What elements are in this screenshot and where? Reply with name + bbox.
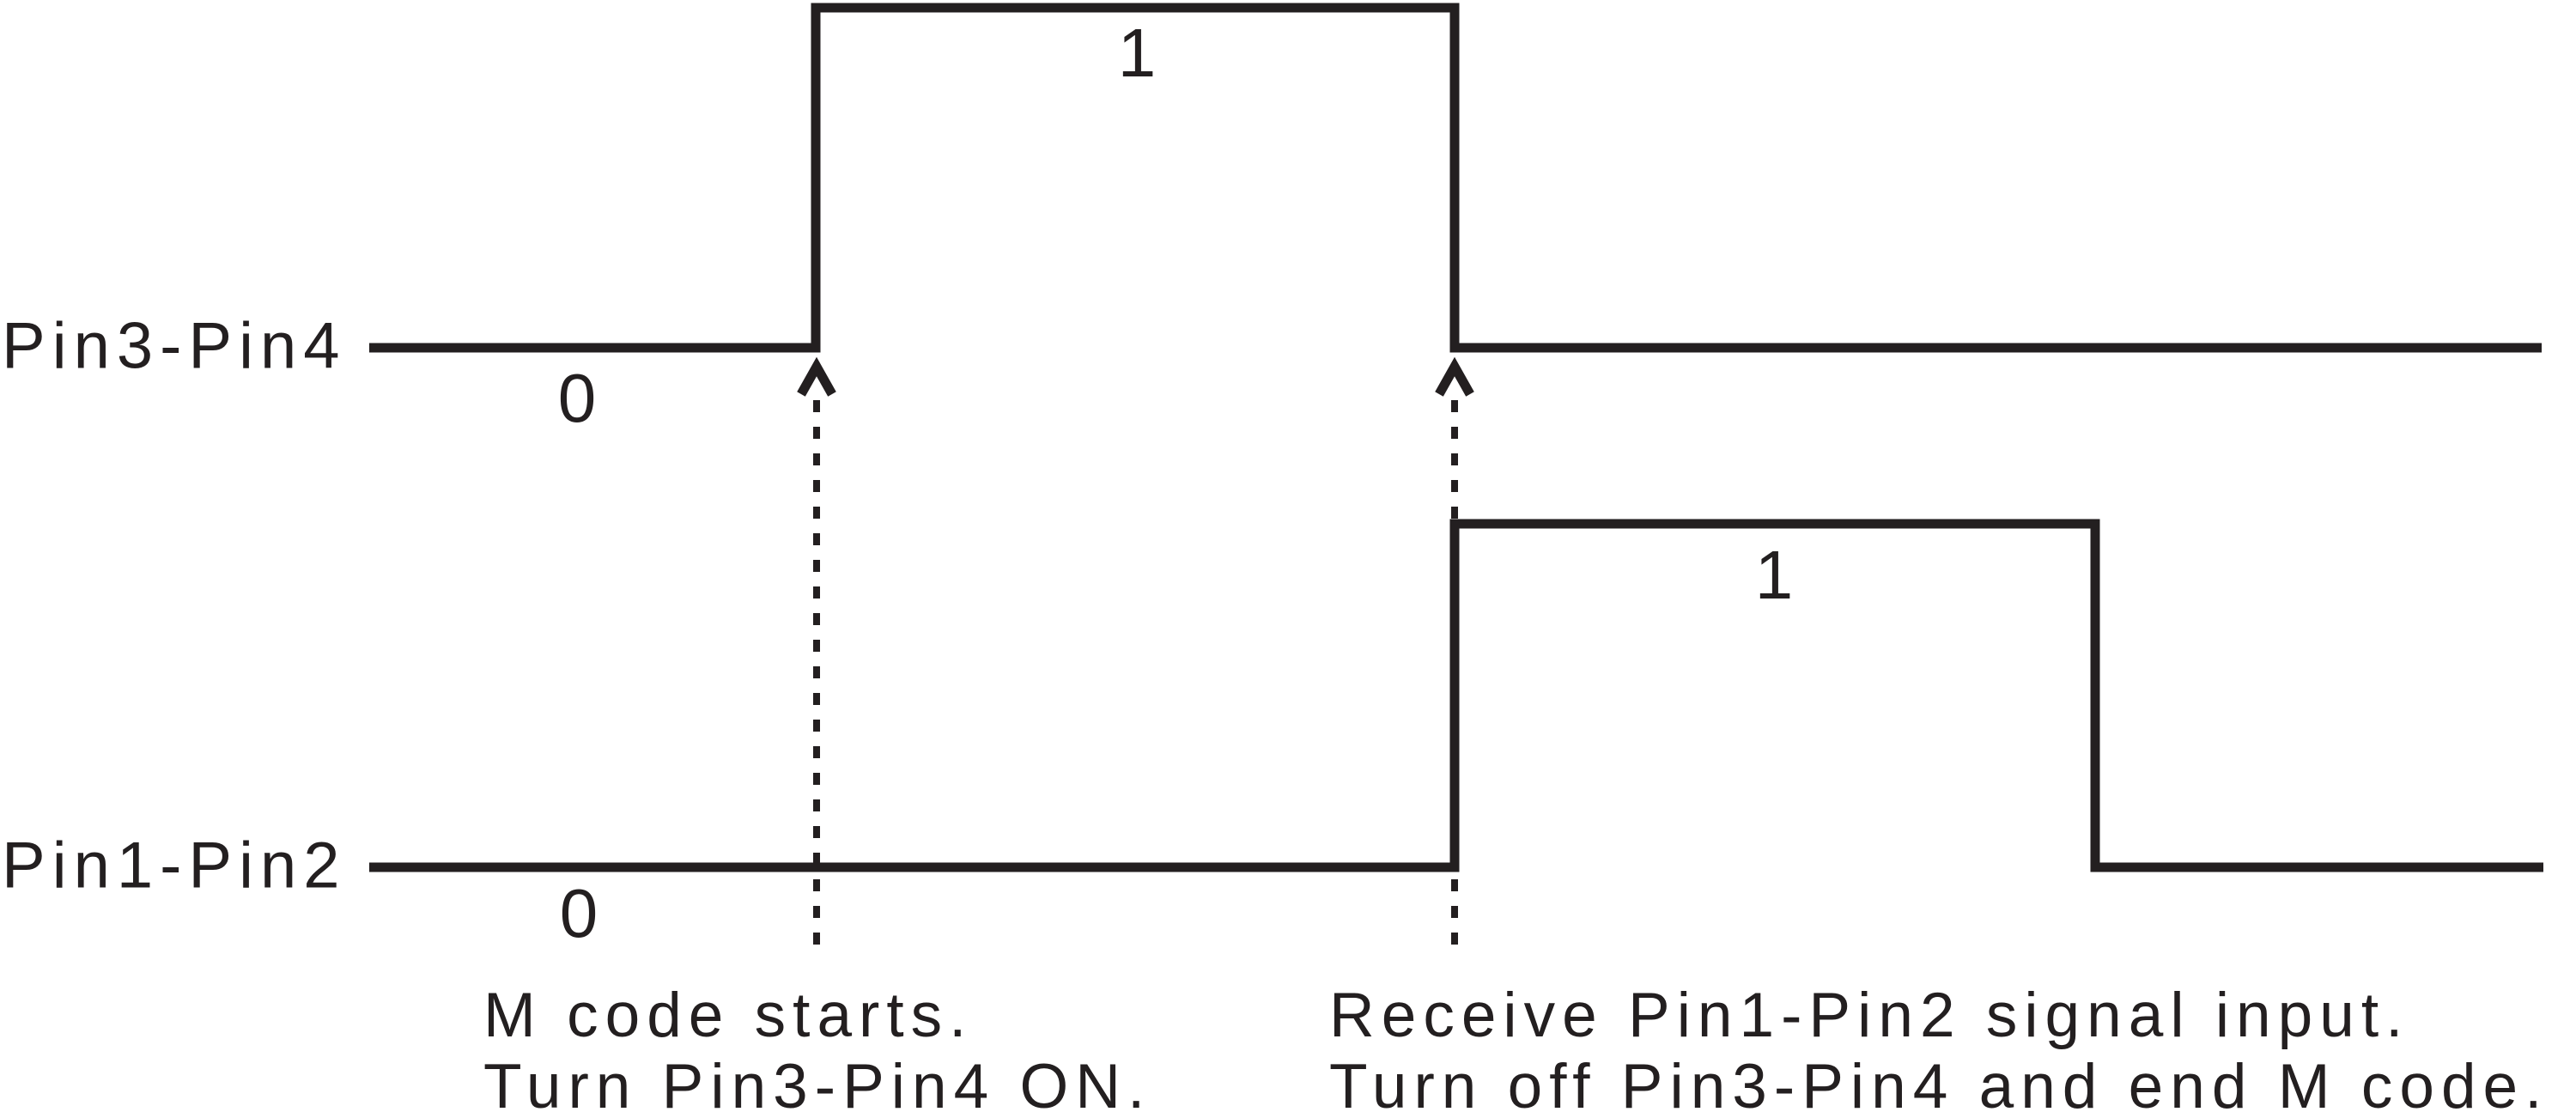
signal-label-pin1-pin2: Pin1-Pin2 (2, 829, 347, 902)
event-caption-2-line-1: Receive Pin1-Pin2 signal input. (1329, 981, 2410, 1050)
pin3-pin4-waveform (369, 3, 2542, 353)
event-caption-1-line-1: M code starts. (483, 981, 974, 1050)
event-arrow-1 (797, 356, 836, 958)
event-caption-2-line-2: Turn off Pin3-Pin4 and end M code. (1329, 1052, 2549, 1118)
event-arrow-2-arrowhead-icon (1435, 356, 1474, 397)
pin3-pin4-high-state-value: 1 (1117, 15, 1157, 91)
pin3-pin4-low-state-value: 0 (557, 360, 597, 436)
pin1-pin2-low-state-value: 0 (559, 875, 598, 951)
event-caption-1-line-2: Turn Pin3-Pin4 ON. (483, 1052, 1152, 1118)
event-caption-2: Receive Pin1-Pin2 signal input. Turn off… (1329, 980, 2549, 1118)
event-arrow-1-arrowhead-icon (797, 356, 836, 397)
pin1-pin2-high-state-value: 1 (1754, 537, 1794, 613)
event-caption-1: M code starts. Turn Pin3-Pin4 ON. (483, 980, 1151, 1118)
pin1-pin2-waveform (369, 519, 2543, 872)
signal-label-pin3-pin4: Pin3-Pin4 (2, 309, 347, 383)
event-arrow-2 (1435, 356, 1474, 958)
